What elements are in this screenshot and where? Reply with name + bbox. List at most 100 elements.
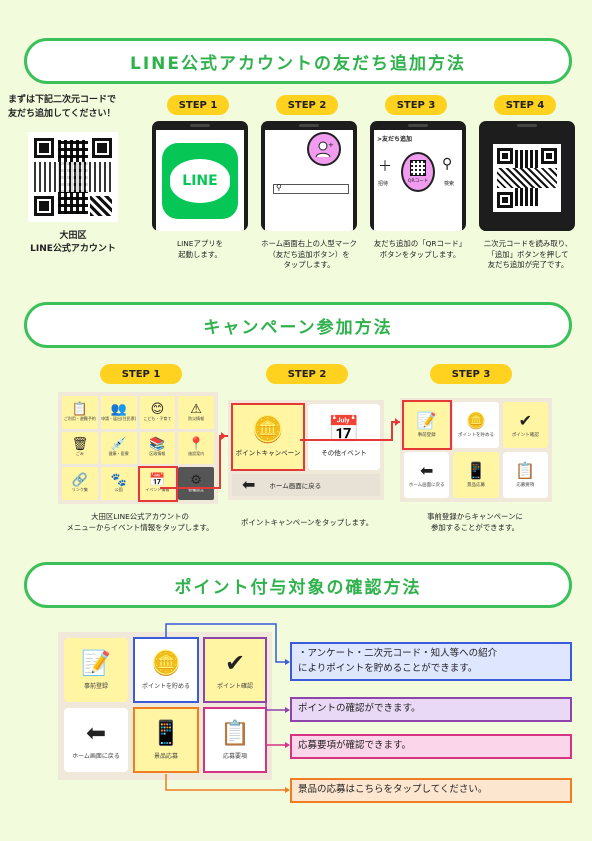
menu-tile-label: 健康・医療 [108,451,129,457]
campaign-step2-caption: ポイントキャンペーンをタップします。 [222,518,392,529]
menu-tile[interactable]: 📚区政情報 [139,431,176,465]
intro-line: 友だち追加してください！ [8,108,116,119]
menu-tile-label: ご利用・避難予約 [63,415,96,421]
note-line: ポイントの確認ができます。 [298,703,421,714]
caption-line: 「追加」ボタンを押して [487,249,569,259]
menu-tile[interactable]: 🐾公園 [100,467,137,500]
tile-label: その他イベント [321,449,367,457]
menu-tile[interactable]: ⚙各種設定 [178,467,214,500]
rules-highlight [203,707,267,773]
add-friend-icon[interactable]: + [307,132,341,166]
save-tile[interactable]: 🪙ポイントを貯める [453,402,499,448]
rules-tile-content: 📋応募要項 [204,708,266,772]
qr-button[interactable]: QRコード [401,152,435,192]
home-tile-content: ⬅ホーム画面に戻る [64,708,128,772]
menu-tile[interactable]: 😊こども・子育て [139,396,176,429]
menu-tile[interactable]: 🔗リンク集 [62,467,98,500]
other-event-tile[interactable]: 📅 その他イベント [308,404,380,470]
home-tile[interactable]: ⬅ホーム画面に戻る [404,452,450,498]
points-menu-screen: 📝事前登録🪙ポイントを貯める✔ポイント確認⬅ホーム画面に戻る📱景品応募📋応募要項 [58,632,272,780]
caption-line: タップします。 [283,260,335,270]
tile-label: ポイント確認 [511,432,539,438]
link-icon: 🔗 [71,473,88,489]
settings-icon: ⚙ [190,473,202,489]
section-title: ポイント付与対象の確認方法 [174,577,422,598]
line-logo-text: LINE [182,172,218,189]
menu-tile-label: リンク集 [71,487,88,493]
tile-label: 事前登録 [417,432,436,438]
check-tile[interactable]: ✔ ポイント確認 [502,402,548,448]
menu-tile-label: 各種設定 [188,487,205,493]
check-points-highlight [203,637,267,703]
phone-step3: >友だち追加 ＋ 招待 QRコード ⚲ 検索 [370,121,466,231]
prize-icon: 📱 [466,460,486,480]
menu-tile[interactable]: 📅イベント情報 [139,467,176,500]
check-points-tile[interactable] [204,638,266,702]
rules-icon: 📋 [515,460,536,480]
campaign-step3-caption: 事前登録からキャンペーンに 参加することができます。 [400,512,550,533]
point-campaign-tile[interactable]: 🪙 ポイントキャンペーン [232,404,304,470]
save-points-highlight [133,637,199,703]
line-app-icon[interactable]: LINE [162,142,238,219]
check-icon: ✔ [518,410,533,430]
caption-line: メニューからイベント情報をタップします。 [66,522,214,532]
note-line: ・アンケート・二次元コード・知人等への紹介 [298,648,498,659]
menu-tile[interactable]: 📍施設案内 [178,431,214,465]
menu-tile-label: 申請・届出(住民票) [101,415,137,421]
account-line: LINE公式アカウント [30,244,116,255]
step-1-badge: STEP 1 [167,95,229,115]
section-banner-line: LINE公式アカウントの友だち追加方法 [24,38,572,84]
register-tile[interactable]: 📝事前登録 [404,402,450,448]
home-tile[interactable] [64,708,128,772]
menu-tile[interactable]: 👥申請・届出(住民票) [100,396,137,429]
menu-tile[interactable]: 💉健康・医療 [100,431,137,465]
home-icon: ⬅ [85,718,107,747]
rules-tile[interactable]: 📋 応募要項 [502,452,548,498]
tile-label: 景品応募 [153,752,178,760]
home-return-bar[interactable]: ⬅ ホーム画面に戻る [232,474,380,496]
reservation-icon: 📋 [71,401,88,417]
menu-tile[interactable]: 🗑ごみ [62,431,98,465]
menu-tile[interactable]: 📋ご利用・避難予約 [62,396,98,429]
tile-label: 景品応募 [466,482,485,488]
prize-tile[interactable]: 📱 景品応募 [453,452,499,498]
line-menu-screen: 📋ご利用・避難予約👥申請・届出(住民票)😊こども・子育て⚠防災情報🗑ごみ💉健康・… [58,392,218,504]
step-4-badge: STEP 4 [494,95,556,115]
account-qr-code[interactable] [28,132,118,222]
step-3-badge: STEP 3 [385,95,447,115]
back-arrow-icon: ⬅ [242,475,256,494]
search-label: 検索 [444,181,455,187]
save-points-tile[interactable] [134,638,198,702]
menu-tile-label: イベント情報 [145,487,170,493]
tile-label: 応募要項 [516,482,535,488]
register-tile[interactable] [64,638,128,702]
caption-line: ホーム画面右上の人型マーク [261,239,357,248]
location-pin-icon: 📍 [188,437,205,453]
caption-line: 起動します。 [178,249,222,259]
tile-label: ホーム画面に戻る [408,482,445,488]
note-line: 景品の応募はこちらをタップしてください。 [298,784,488,795]
register-tile-content: 📝事前登録 [64,638,128,702]
add-friend-header: >友だち追加 [377,134,412,143]
caption-line: 友だち追加が完了です。 [487,260,569,270]
campaign-step3-screen: 📝事前登録🪙ポイントを貯める ✔ ポイント確認 ⬅ホーム画面に戻る 📱 景品応募 📋 応募要項 [400,398,552,502]
family-icon: 👥 [110,401,127,417]
caption-line: 参加することができます。 [431,522,519,532]
section-banner-campaign: キャンペーン参加方法 [24,302,572,348]
menu-tile[interactable]: ⚠防災情報 [178,396,214,429]
save-tile-content: 🪙ポイントを貯める [134,638,198,702]
rules-tile[interactable] [204,708,266,772]
tile-label: 応募要項 [222,752,247,760]
menu-tile-label: 区政情報 [149,451,166,457]
syringe-icon: 💉 [110,437,127,453]
invite-label: 招待 [378,181,389,187]
caption-line: 友だち追加の「QRコード」 [373,239,467,248]
plus-icon: ＋ [378,159,392,175]
prize-tile[interactable] [134,708,198,772]
account-name: 大田区 LINE公式アカウント [8,230,138,256]
caption-line: （友だち追加ボタン）を [268,249,350,259]
phone-step2: ⚲ + [261,121,357,231]
trash-icon: 🗑 [71,437,89,453]
scan-qr-code [493,144,561,212]
